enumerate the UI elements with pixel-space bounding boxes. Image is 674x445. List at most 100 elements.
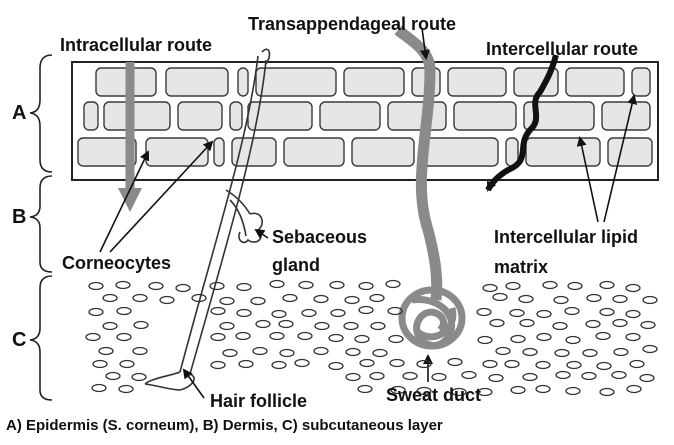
corneocyte-cell bbox=[166, 68, 228, 96]
fat-cell bbox=[389, 336, 403, 343]
brace-a bbox=[30, 55, 52, 172]
corneocyte-cell bbox=[344, 68, 404, 96]
fat-cell bbox=[462, 372, 476, 379]
label-sebaceous-line1: Sebaceous bbox=[272, 228, 367, 247]
corneocyte-cell bbox=[104, 102, 170, 130]
fat-cell bbox=[597, 363, 611, 370]
corneocyte-cell bbox=[230, 102, 242, 130]
fat-cell bbox=[355, 336, 369, 343]
fat-cell bbox=[211, 362, 225, 369]
corneocyte-cell bbox=[566, 68, 624, 96]
subcutaneous-fat-cells bbox=[86, 281, 657, 396]
fat-cell bbox=[149, 283, 163, 290]
fat-cell bbox=[556, 372, 570, 379]
fat-cell bbox=[627, 386, 641, 393]
fat-cell bbox=[272, 362, 286, 369]
fat-cell bbox=[236, 333, 250, 340]
fat-cell bbox=[239, 361, 253, 368]
fat-cell bbox=[220, 323, 234, 330]
fat-cell bbox=[553, 323, 567, 330]
fat-cell bbox=[329, 363, 343, 370]
corneocyte-cell bbox=[526, 138, 600, 166]
fat-cell bbox=[99, 348, 113, 355]
fat-cell bbox=[626, 334, 640, 341]
fat-cell bbox=[106, 373, 120, 380]
fat-cell bbox=[641, 322, 655, 329]
fat-cell bbox=[237, 310, 251, 317]
label-sebaceous-line2: gland bbox=[272, 256, 320, 275]
corneocyte-cell bbox=[84, 102, 98, 130]
fat-cell bbox=[330, 282, 344, 289]
section-letter-b: B bbox=[12, 207, 26, 228]
fat-cell bbox=[237, 284, 251, 291]
fat-cell bbox=[344, 323, 358, 330]
fat-cell bbox=[86, 334, 100, 341]
sweat-gland-coil bbox=[402, 290, 462, 346]
fat-cell bbox=[565, 308, 579, 315]
fat-cell bbox=[103, 295, 117, 302]
corneocyte-cell bbox=[146, 138, 208, 166]
fat-cell bbox=[626, 311, 640, 318]
corneocyte-cell bbox=[284, 138, 344, 166]
fat-cell bbox=[345, 297, 359, 304]
fat-cell bbox=[390, 360, 404, 367]
fat-cell bbox=[555, 350, 569, 357]
fat-cell bbox=[511, 387, 525, 394]
fat-cell bbox=[119, 386, 133, 393]
label-intracellular-route: Intracellular route bbox=[60, 36, 212, 55]
label-lipid-matrix-line1: Intercellular lipid bbox=[494, 228, 638, 247]
fat-cell bbox=[279, 321, 293, 328]
corneocyte-cell bbox=[454, 102, 516, 130]
fat-cell bbox=[614, 349, 628, 356]
fat-cell bbox=[280, 350, 294, 357]
fat-cell bbox=[523, 349, 537, 356]
fat-cell bbox=[626, 285, 640, 292]
fat-cell bbox=[133, 295, 147, 302]
fat-cell bbox=[331, 310, 345, 317]
fat-cell bbox=[211, 308, 225, 315]
fat-cell bbox=[477, 309, 491, 316]
fat-cell bbox=[270, 281, 284, 288]
fat-cell bbox=[117, 308, 131, 315]
fat-cell bbox=[210, 283, 224, 290]
label-corneocytes: Corneocytes bbox=[62, 254, 171, 273]
fat-cell bbox=[314, 348, 328, 355]
fat-cell bbox=[523, 374, 537, 381]
fat-cell bbox=[554, 297, 568, 304]
fat-cell bbox=[295, 360, 309, 367]
fat-cell bbox=[360, 360, 374, 367]
label-transappendageal-route: Transappendageal route bbox=[248, 15, 456, 34]
fat-cell bbox=[612, 372, 626, 379]
fat-cell bbox=[359, 307, 373, 314]
corneocyte-cell bbox=[632, 68, 650, 96]
fat-cell bbox=[403, 373, 417, 380]
fat-cell bbox=[251, 298, 265, 305]
fat-cell bbox=[568, 283, 582, 290]
fat-cell bbox=[120, 361, 134, 368]
label-sweat-duct: Sweat duct bbox=[386, 386, 481, 405]
fat-cell bbox=[370, 373, 384, 380]
corneocyte-cell bbox=[352, 138, 414, 166]
corneocyte-cell bbox=[214, 138, 224, 166]
fat-cell bbox=[370, 295, 384, 302]
fat-cell bbox=[93, 361, 107, 368]
fat-cell bbox=[359, 283, 373, 290]
corneocyte-cell bbox=[608, 138, 652, 166]
fat-cell bbox=[417, 361, 431, 368]
corneocyte-cell bbox=[388, 102, 446, 130]
fat-cell bbox=[483, 361, 497, 368]
fat-cell bbox=[505, 361, 519, 368]
fat-cell bbox=[117, 334, 131, 341]
fat-cell bbox=[586, 321, 600, 328]
corneocyte-cell bbox=[232, 138, 276, 166]
corneocyte-cell bbox=[320, 102, 380, 130]
section-letter-c: C bbox=[12, 330, 26, 351]
brace-b bbox=[30, 176, 52, 272]
fat-cell bbox=[643, 297, 657, 304]
fat-cell bbox=[299, 282, 313, 289]
fat-cell bbox=[371, 323, 385, 330]
fat-cell bbox=[582, 373, 596, 380]
fat-cell bbox=[600, 309, 614, 316]
fat-cell bbox=[483, 285, 497, 292]
corneocyte-cell bbox=[238, 68, 248, 96]
